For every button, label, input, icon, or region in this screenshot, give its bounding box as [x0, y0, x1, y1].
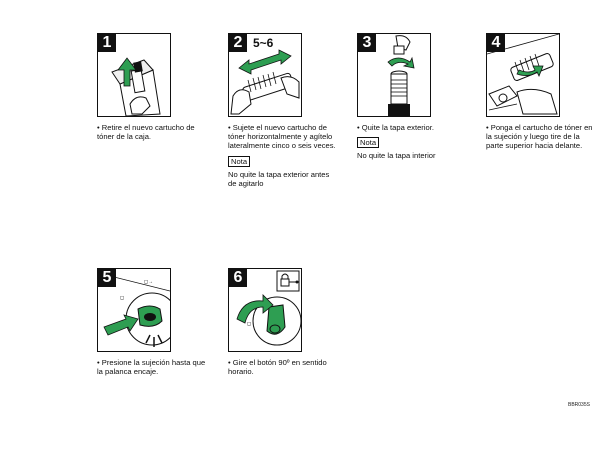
- step-2-caption: • Sujete el nuevo cartucho de tóner hori…: [228, 123, 336, 151]
- step-3-caption: • Quite la tapa exterior.: [357, 123, 434, 132]
- hands-cartridge-illustration: [230, 49, 300, 115]
- cap-removal-illustration: [387, 35, 415, 116]
- step-5-illustration: 5 ◻→ ◻: [97, 268, 171, 352]
- step-number: 4: [487, 34, 505, 52]
- figure-code: BBR035S: [568, 402, 590, 408]
- step-6-caption: • Gire el botón 90º en sentido horario.: [228, 358, 327, 377]
- nota-text: No quite la tapa interior: [357, 151, 436, 161]
- step-6-illustration: 6 ◻ ◻: [228, 268, 302, 352]
- nota-text: No quite la tapa exterior antes de agita…: [228, 169, 330, 188]
- svg-text:◻→: ◻→: [144, 279, 153, 285]
- curved-arrow-icon: [516, 65, 544, 77]
- step-4: 4 • Ponga el cartucho de tóner en la suj…: [486, 33, 596, 151]
- lever-illustration: ◻→ ◻: [98, 272, 170, 347]
- nota-label: Nota: [357, 137, 380, 149]
- push-arrow-icon: [103, 314, 139, 336]
- step-5-caption: • Presione la sujeción hasta que la pala…: [97, 358, 206, 377]
- step-5: 5 ◻→ ◻ • Presione la sujeción hasta que …: [97, 268, 207, 376]
- rotate-arrow-icon: [387, 56, 415, 69]
- step-1-illustration: 1: [97, 33, 171, 117]
- step-number: 5: [98, 269, 116, 287]
- step-2: 2 5~6 • Sujete el nuevo cartucho de tóne…: [228, 33, 338, 188]
- lock-icon: [276, 270, 300, 292]
- step-2-illustration: 2 5~6: [228, 33, 302, 117]
- svg-text:◻: ◻: [247, 321, 251, 327]
- step-3-illustration: 3: [357, 33, 431, 117]
- toner-box-illustration: [111, 57, 161, 116]
- step-1-caption: • Retire el nuevo cartucho de tóner de l…: [97, 123, 195, 142]
- step-number: 1: [98, 34, 116, 52]
- step-1: 1 • Retire el nuevo cartucho de tóner de…: [97, 33, 207, 141]
- knob-illustration: ◻ ◻: [236, 270, 301, 346]
- lift-arrow-icon: [117, 57, 137, 87]
- insert-cartridge-illustration: [487, 34, 559, 115]
- shake-arrow-icon: [238, 49, 292, 75]
- step-number: 3: [358, 34, 376, 52]
- step-number: 2: [229, 34, 247, 52]
- rotate-knob-arrow-icon: [236, 294, 274, 324]
- step-3: 3 • Quite la tapa exterior. Nota No quit…: [357, 33, 467, 160]
- nota-label: Nota: [228, 155, 251, 167]
- step-number: 6: [229, 269, 247, 287]
- step-6: 6 ◻ ◻ • Gire el botón 90º en sentido hor…: [228, 268, 338, 376]
- svg-text:◻: ◻: [120, 295, 124, 301]
- shake-count-badge: 5~6: [253, 36, 274, 50]
- click-mark-icon: [145, 334, 163, 347]
- step-4-caption: • Ponga el cartucho de tóner en la sujec…: [486, 123, 593, 151]
- step-4-illustration: 4: [486, 33, 560, 117]
